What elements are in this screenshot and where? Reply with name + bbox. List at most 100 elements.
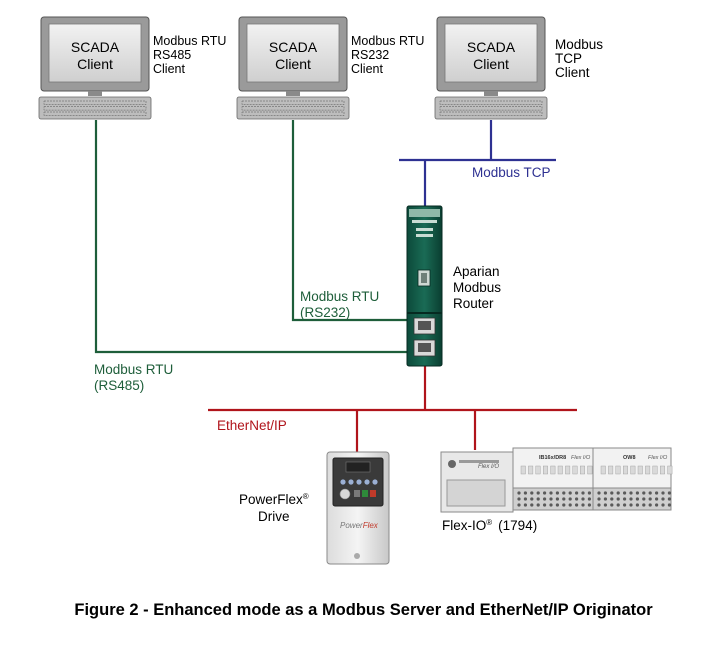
keyboard-key-row: [439, 111, 543, 116]
router-label-line-3: Router: [453, 296, 494, 311]
screen-label-line-2: Client: [473, 56, 509, 72]
terminal-screw: [562, 497, 566, 501]
rs232-label-line-2: (RS232): [300, 305, 350, 320]
terminal-screw: [517, 497, 521, 501]
terminal-screw: [661, 503, 665, 507]
io-indicator: [600, 465, 606, 475]
terminal-screw: [523, 491, 528, 495]
io-indicator: [565, 465, 571, 475]
terminal-screw: [655, 497, 659, 501]
terminal-screw: [536, 503, 540, 507]
drive-label-line-2: Drive: [258, 509, 290, 524]
monitor-stand: [484, 91, 498, 96]
client-note-line-3: Client: [153, 62, 185, 76]
terminal-screw: [575, 497, 579, 501]
monitor-screen: [48, 23, 142, 83]
keyboard: [236, 96, 350, 120]
terminal-screw: [517, 503, 521, 507]
terminal-screw: [603, 503, 608, 507]
terminal-screw: [623, 503, 627, 507]
terminal-screw: [587, 491, 592, 495]
terminal-screw: [568, 497, 572, 501]
io-indicator: [615, 465, 621, 475]
io-indicator: [543, 465, 548, 475]
terminal-screw: [530, 497, 534, 501]
terminal-screw: [587, 503, 592, 507]
keyboard-key-row: [241, 100, 345, 105]
terminal-screw: [562, 491, 566, 495]
terminal-screw: [549, 497, 553, 501]
monitor-screen: [444, 23, 538, 83]
keyboard: [38, 96, 152, 120]
terminal-screw: [616, 503, 620, 507]
terminal-screw: [629, 497, 633, 501]
terminal-screw: [603, 491, 608, 495]
terminal-screw: [536, 497, 540, 501]
terminal-screw: [629, 491, 633, 495]
terminal-screw: [603, 497, 608, 501]
client-note-line-3: Client: [351, 62, 383, 76]
client-note-line-3: Client: [555, 65, 590, 80]
terminal-screw: [610, 497, 614, 501]
io-indicator: [550, 465, 556, 475]
router-label-line-1: Aparian: [453, 264, 500, 279]
screen-label-line-2: Client: [77, 56, 113, 72]
rs485-label-line-2: (RS485): [94, 378, 144, 393]
keyboard-key-row: [43, 106, 147, 111]
keyboard: [434, 96, 548, 120]
terminal-screw: [655, 491, 659, 495]
terminal-screw: [575, 491, 579, 495]
ethernet-ip-label: EtherNet/IP: [217, 418, 287, 433]
io-indicator: [528, 465, 534, 475]
keyboard-key-row: [43, 111, 147, 116]
flexio-label: Flex-IO®(1794): [442, 518, 537, 533]
io-indicator: [557, 465, 563, 475]
powerflex-drive-device: [326, 451, 390, 565]
monitor-stand: [286, 91, 300, 96]
terminal-screw: [623, 497, 627, 501]
io-indicator: [587, 465, 593, 475]
terminal-screw: [642, 497, 646, 501]
keyboard-key-row: [439, 106, 543, 111]
terminal-screw: [568, 491, 572, 495]
terminal-screw: [530, 491, 534, 495]
flexio-card-1-title: IB16x/DR8: [539, 455, 566, 461]
router-label-line-2: Modbus: [453, 280, 501, 295]
terminal-screw: [667, 497, 672, 501]
terminal-screw: [661, 497, 665, 501]
flexio-rack-device: [440, 447, 673, 513]
flexio-terminal-strip: [517, 465, 673, 507]
io-indicator: [608, 465, 614, 475]
flexio-card-2-title: OW8: [623, 455, 636, 461]
terminal-screw: [655, 503, 659, 507]
client-note-line-1: Modbus: [555, 37, 603, 52]
terminal-screw: [623, 491, 627, 495]
screen-label-line-1: SCADA: [269, 39, 318, 55]
terminal-screw: [597, 503, 601, 507]
terminal-screw: [616, 491, 620, 495]
terminal-screw: [555, 503, 560, 507]
terminal-screw: [536, 491, 540, 495]
io-indicator: [572, 465, 578, 475]
io-indicator: [652, 465, 658, 475]
io-indicator: [645, 465, 651, 475]
terminal-screw: [523, 497, 528, 501]
terminal-screw: [648, 497, 652, 501]
terminal-screw: [648, 491, 652, 495]
terminal-screw: [635, 497, 640, 501]
terminal-screw: [523, 503, 528, 507]
terminal-screw: [635, 491, 640, 495]
terminal-screw: [568, 503, 572, 507]
terminal-screw: [642, 503, 646, 507]
terminal-screw: [667, 503, 672, 507]
screen-label-line-1: SCADA: [71, 39, 120, 55]
terminal-screw: [549, 503, 553, 507]
modbus-tcp-label: Modbus TCP: [472, 165, 551, 180]
terminal-screw: [555, 497, 560, 501]
terminal-screw: [562, 503, 566, 507]
